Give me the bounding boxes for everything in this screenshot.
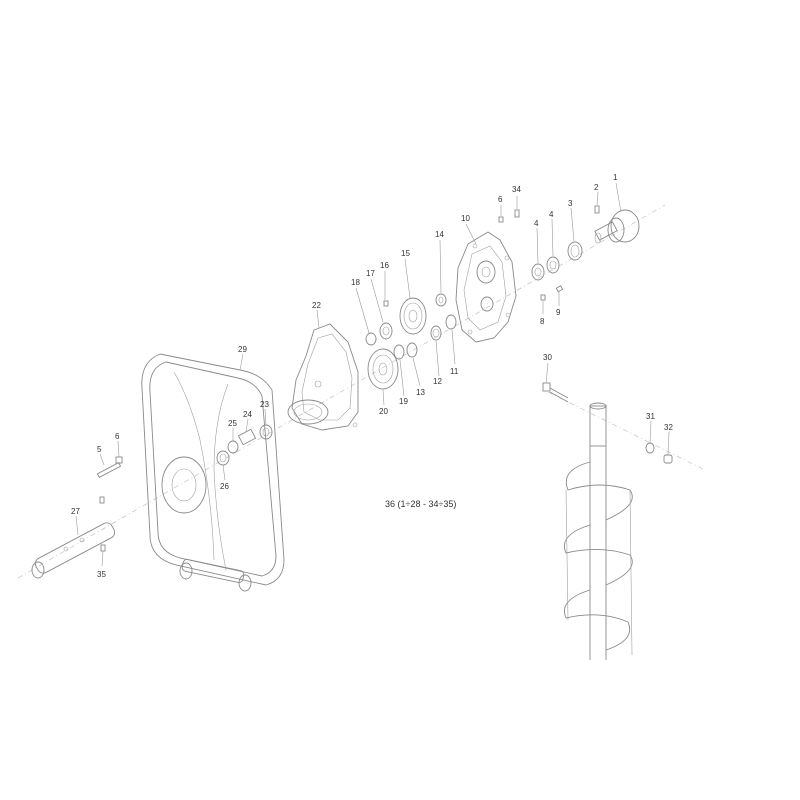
callout-2: 2 [594, 183, 599, 192]
part-gear-housing [287, 323, 359, 431]
callout-14: 14 [435, 230, 444, 239]
callout-6a: 6 [115, 432, 120, 441]
part-bushings [216, 424, 273, 466]
callout-25: 25 [228, 419, 237, 428]
callout-20: 20 [379, 407, 388, 416]
part-bearings-middle [393, 293, 457, 360]
callout-17: 17 [366, 269, 375, 278]
callout-15: 15 [401, 249, 410, 258]
callout-12: 12 [433, 377, 442, 386]
part-pins-upper [498, 209, 564, 301]
center-axes [17, 204, 706, 579]
callout-30: 30 [543, 353, 552, 362]
part-gear-upper [399, 297, 427, 335]
callout-16: 16 [380, 261, 389, 270]
callout-4b: 4 [534, 219, 539, 228]
callout-22: 22 [312, 301, 321, 310]
callout-34: 34 [512, 185, 521, 194]
callout-1: 1 [613, 173, 618, 182]
callout-10: 10 [461, 214, 470, 223]
callout-3: 3 [568, 199, 573, 208]
callout-leaders [75, 182, 670, 567]
part-gear-lower [367, 348, 399, 390]
callout-23: 23 [260, 400, 269, 409]
callout-8: 8 [540, 317, 545, 326]
callout-24: 24 [243, 410, 252, 419]
part-small-bolt [594, 205, 600, 214]
callout-5: 5 [97, 445, 102, 454]
part-end-cap [594, 209, 640, 244]
callout-29: 29 [238, 345, 247, 354]
callout-13: 13 [416, 388, 425, 397]
part-frame-bolt [96, 456, 123, 479]
part-auger-bolt [542, 382, 569, 403]
callout-19: 19 [399, 397, 408, 406]
callout-labels: 1 2 3 4 4 5 6 6 8 9 10 11 12 13 14 15 16… [71, 173, 673, 579]
part-bearing-pair [531, 256, 560, 281]
part-gearbox-cover [455, 231, 517, 343]
part-pinion [365, 300, 393, 346]
callout-31: 31 [646, 412, 655, 421]
callout-11: 11 [450, 367, 459, 376]
callout-4a: 4 [549, 210, 554, 219]
callout-9: 9 [556, 308, 561, 317]
callout-32: 32 [664, 423, 673, 432]
callout-35: 35 [97, 570, 106, 579]
part-snap-ring [567, 241, 583, 261]
callout-6b: 6 [498, 195, 503, 204]
assembly-note: 36 (1÷28 - 34÷35) [385, 499, 457, 509]
part-auger [564, 402, 633, 660]
callout-26: 26 [220, 482, 229, 491]
callout-27: 27 [71, 507, 80, 516]
part-frame-handle [141, 353, 285, 592]
part-drive-shaft [31, 496, 116, 579]
callout-18: 18 [351, 278, 360, 287]
